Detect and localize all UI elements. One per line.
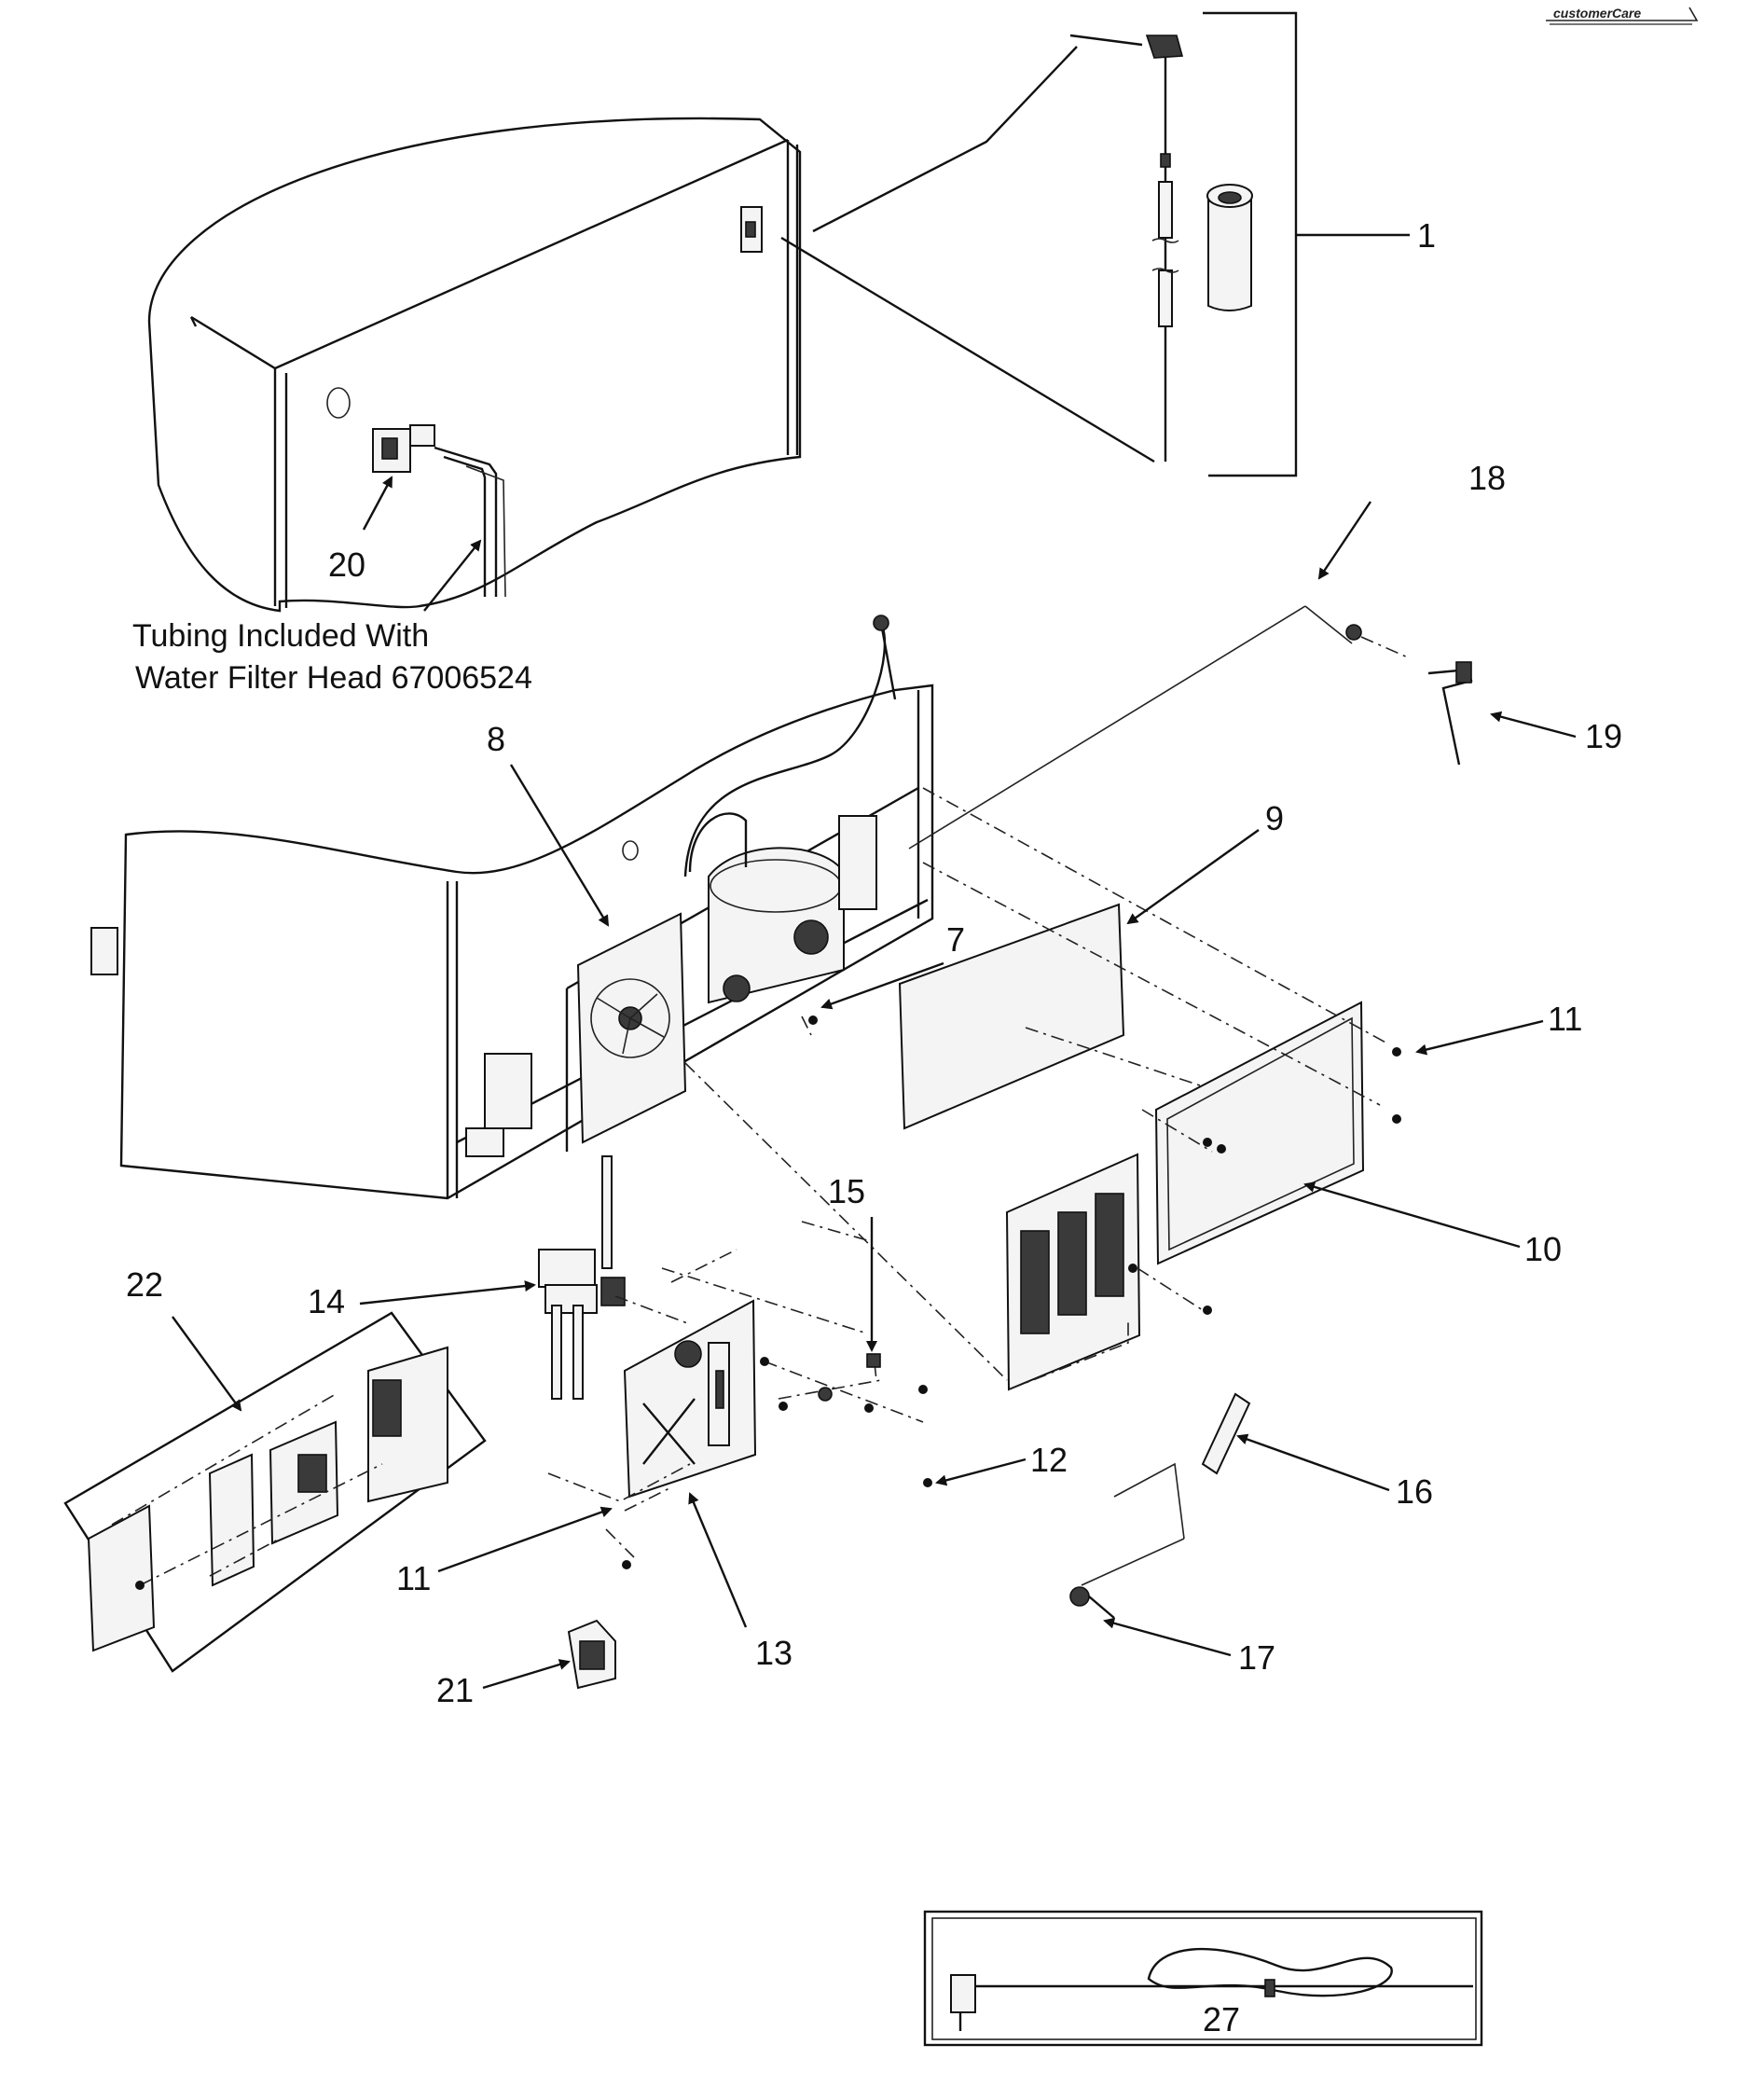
callout-15: 15	[828, 1172, 865, 1210]
callout-11-top: 11	[1548, 1000, 1582, 1038]
callout-19: 19	[1585, 717, 1622, 755]
parts-16-17	[1069, 1392, 1251, 1619]
parts-18-19-fittings	[1345, 624, 1473, 766]
leader-arrows	[172, 476, 1577, 1690]
bottom-cabinet	[90, 615, 934, 1200]
callout-21: 21	[436, 1671, 474, 1709]
callout-17: 17	[1238, 1638, 1275, 1677]
part-27-power-cord	[923, 1910, 1483, 2047]
callout-20: 20	[328, 546, 365, 584]
part-13-bracket	[547, 1221, 932, 1569]
callout-13: 13	[755, 1634, 792, 1672]
callout-14: 14	[308, 1282, 345, 1320]
top-cabinet-cutaway	[147, 117, 802, 613]
callout-7: 7	[946, 920, 965, 959]
callout-1: 1	[1417, 216, 1436, 255]
callout-8: 8	[487, 720, 505, 758]
callout-16: 16	[1396, 1472, 1433, 1511]
part-9-panel	[898, 903, 1204, 1130]
tubing-note-line2: Water Filter Head 67006524	[135, 660, 532, 696]
part-14-water-valve	[538, 1155, 691, 1400]
callout-11-bottom: 11	[396, 1559, 431, 1597]
part-22-control-box	[63, 1311, 487, 1673]
callout-labels: 1 20 18 19 8 9 7 11 10 15 14 22 12 16 11…	[126, 216, 1622, 2038]
callout-27: 27	[1203, 2000, 1240, 2038]
part-10-kickplate	[1005, 1001, 1365, 1391]
callout-10: 10	[1524, 1230, 1562, 1268]
part-1-water-filter	[780, 11, 1410, 477]
callout-9: 9	[1265, 799, 1284, 837]
callout-22: 22	[126, 1265, 163, 1304]
callout-18: 18	[1468, 459, 1506, 497]
callout-12: 12	[1030, 1441, 1068, 1479]
tubing-note-line1: Tubing Included With	[132, 618, 429, 654]
part-21-clip	[567, 1619, 616, 1690]
logo-text: customerCare	[1553, 6, 1641, 21]
customer-care-logo: customerCare	[1546, 6, 1699, 25]
assembly-dashed-lines	[684, 605, 1401, 1381]
tubing-note: Tubing Included With Water Filter Head 6…	[132, 618, 532, 696]
